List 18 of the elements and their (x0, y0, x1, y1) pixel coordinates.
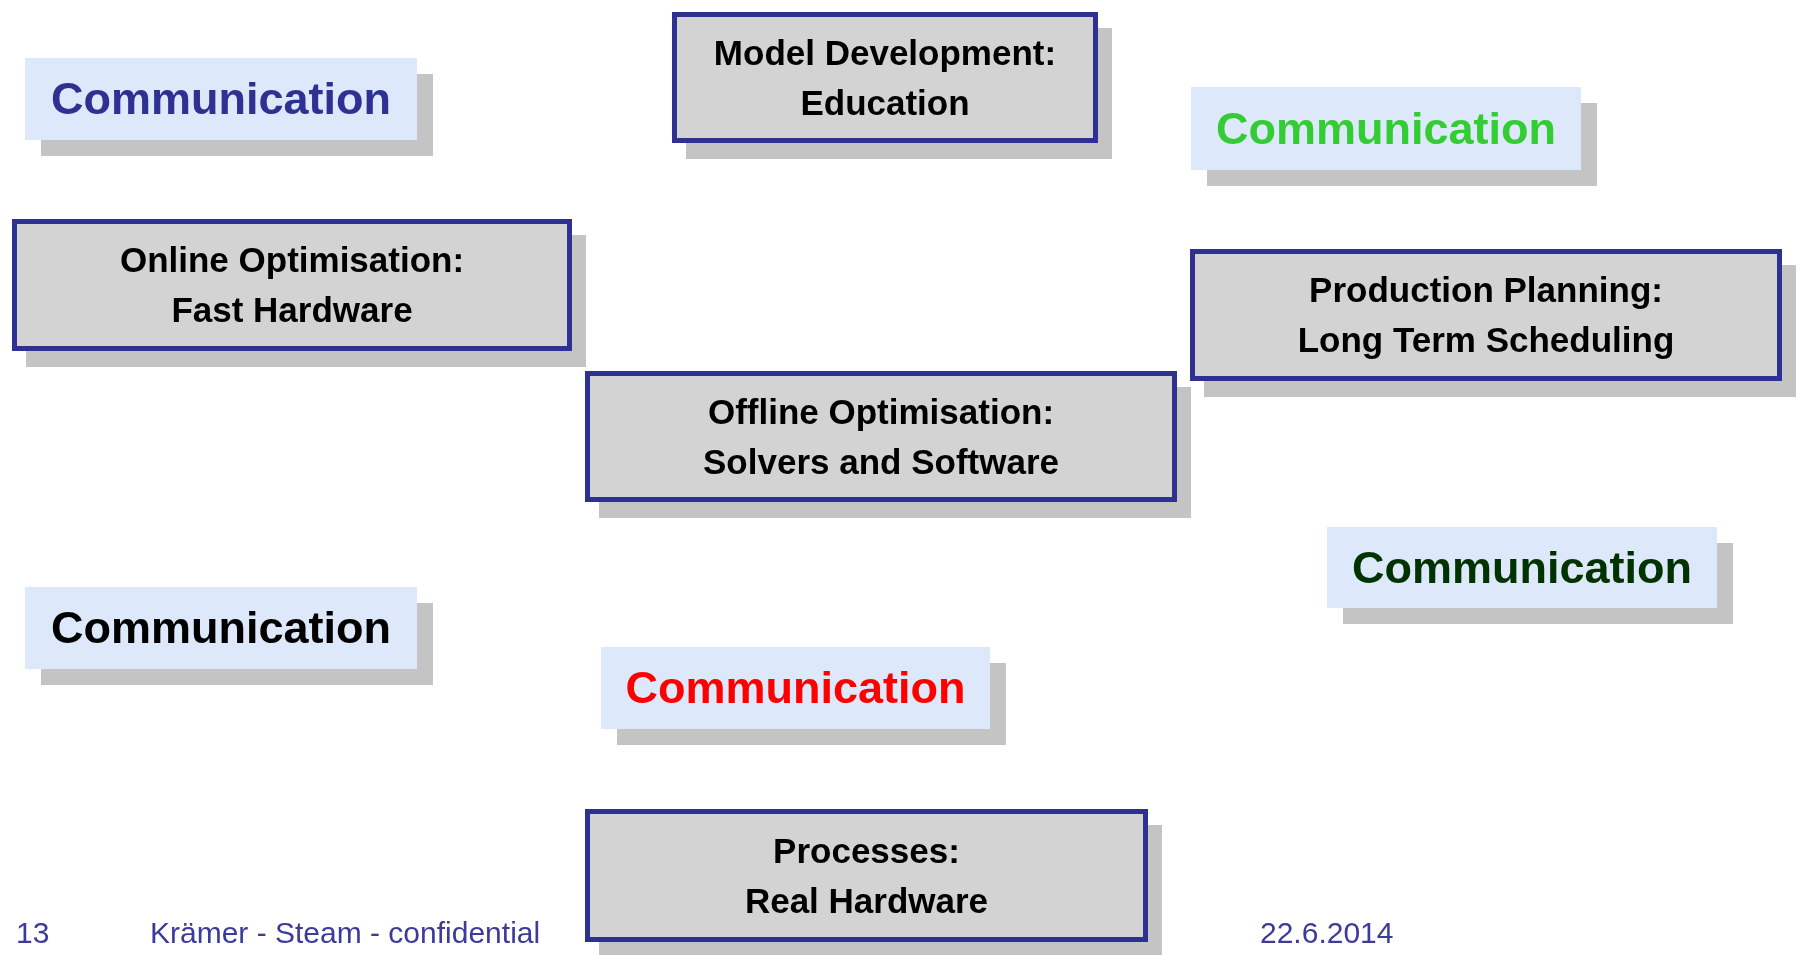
label-text: Communication (51, 602, 391, 654)
box-heading: Processes: (773, 829, 960, 872)
label-text: Communication (1216, 102, 1556, 155)
box-heading: Online Optimisation: (119, 239, 465, 281)
label-text: Communication (625, 662, 966, 714)
box-heading: Offline Optimisation: (707, 390, 1055, 433)
box-heading: Production Planning: (1309, 269, 1663, 311)
footer-text: Krämer - Steam - confidential (150, 916, 541, 950)
box-subheading: Fast Hardware (171, 289, 413, 331)
box-subheading: Long Term Scheduling (1297, 319, 1675, 361)
box-subheading: Education (800, 81, 970, 124)
label-text: Communication (1352, 541, 1692, 594)
box-subheading: Solvers and Software (703, 440, 1059, 483)
label-text: Communication (51, 73, 391, 125)
box-subheading: Real Hardware (744, 879, 989, 922)
page-number: 13 (16, 916, 50, 950)
box-heading: Model Development: (713, 31, 1057, 74)
date-text: 22.6.2014 (1260, 916, 1394, 950)
